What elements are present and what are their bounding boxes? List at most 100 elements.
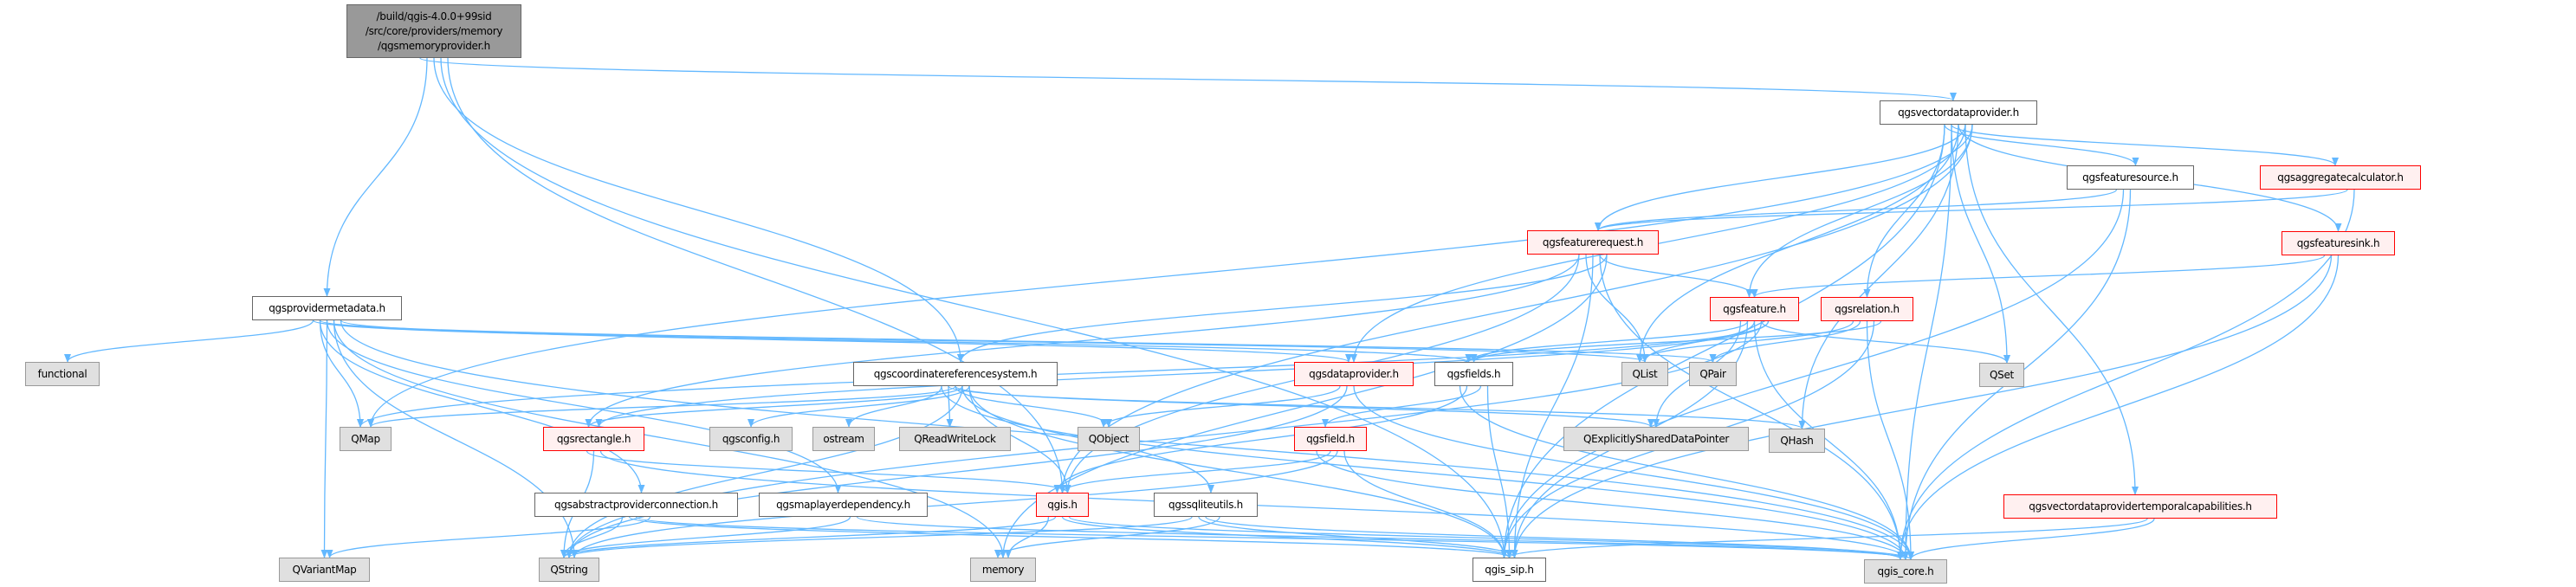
edge-sqliteutils-to-qgis_sip <box>1198 516 1518 558</box>
edge-field-to-qgis_sip <box>1343 450 1508 558</box>
edge-fields-to-field <box>1322 385 1482 428</box>
edge-field-to-qgis_core <box>1316 450 1909 560</box>
edge-abstractconn-to-qvariantmap <box>326 516 651 558</box>
edge-vectordataprovider-to-qgis_core <box>1902 124 1952 560</box>
node-qgsaggregatecalculator[interactable]: qgsaggregatecalculator.h <box>2260 165 2421 190</box>
edge-crs-to-qstring <box>566 385 963 558</box>
edge-vectordataprovider-to-dataprovider <box>1350 124 1966 363</box>
node-qgsfields[interactable]: qgsfields.h <box>1434 362 1513 386</box>
edge-featuresink-to-feature <box>1751 255 2326 298</box>
edge-relation-to-fields <box>1470 320 1882 363</box>
edge-maplayerdep-to-qgis_core <box>856 516 1909 560</box>
node-qgsrelation[interactable]: qgsrelation.h <box>1821 297 1913 321</box>
edge-providermetadata-to-dataprovider <box>340 319 1352 363</box>
edge-crs-to-qgis_core <box>941 385 1909 560</box>
edge-providermetadata-to-fields <box>312 319 1472 363</box>
edge-qgis-to-qgis_sip <box>1061 516 1513 558</box>
root-label-line-2: /src/core/providers/memory <box>365 24 503 37</box>
node-qgsabstractproviderconnection[interactable]: qgsabstractproviderconnection.h <box>534 493 738 517</box>
edge-vectordataprovider-to-featurerequest <box>1595 124 1966 231</box>
edge-vectordataprovider-to-qgis <box>1058 124 1973 493</box>
node-qgsconfig: qgsconfig.h <box>709 427 793 451</box>
edge-vectordataprovider-to-relation <box>1863 124 1945 298</box>
edge-providermetadata-to-functional <box>64 319 314 363</box>
node-qgis-core: qgis_core.h <box>1864 559 1947 584</box>
root-file-node[interactable]: /build/qgis-4.0.0+99sid /src/core/provid… <box>346 4 521 58</box>
edge-crs-to-config <box>748 385 970 428</box>
edge-vectordataprovider-to-qgis_sip <box>1500 124 1945 558</box>
node-qreadwritelock: QReadWriteLock <box>899 427 1011 451</box>
edge-featuresink-to-qgis_sip <box>1511 255 2333 558</box>
node-qgsfeaturesink[interactable]: qgsfeaturesink.h <box>2282 231 2395 255</box>
edge-fields-to-qgis <box>1053 385 1468 493</box>
edge-crs-to-qgis <box>968 385 1071 493</box>
edge-maplayerdep-to-qstring <box>560 516 851 558</box>
node-qgsrectangle[interactable]: qgsrectangle.h <box>543 427 644 451</box>
edge-vectordataprovider-to-featuresource <box>1944 124 2139 166</box>
edge-aggregatecalculator-to-featurerequest <box>1595 189 2348 231</box>
edge-crs-to-qreadwritelock <box>946 385 954 428</box>
node-qgis-sip[interactable]: qgis_sip.h <box>1472 558 1546 582</box>
edge-providermetadata-to-qvariantmap <box>320 319 328 558</box>
edge-sqliteutils-to-qgis_core <box>1205 516 1904 560</box>
edge-dataprovider-to-qstring <box>566 385 1348 558</box>
node-qgsfield[interactable]: qgsfield.h <box>1294 427 1367 451</box>
edge-feature-to-fields <box>1465 320 1749 363</box>
edge-crs-to-qgis_sip <box>968 385 1508 558</box>
edge-providermetadata-to-qpair <box>319 319 1716 363</box>
edge-providermetadata-to-qmap <box>319 319 364 428</box>
edge-featuresink-to-qgis_core <box>1897 255 2340 560</box>
root-label-line-1: /build/qgis-4.0.0+99sid <box>376 10 492 23</box>
edge-qgis-to-qstring <box>560 516 1057 558</box>
node-qexplicitlyshareddatapointer: QExplicitlySharedDataPointer <box>1563 427 1749 451</box>
edge-vectordataprovider-to-aggregatecalculator <box>1951 124 2339 166</box>
edge-featurerequest-to-rectangle <box>585 254 1580 428</box>
edge-featurerequest-to-feature <box>1599 254 1758 298</box>
node-qset: QSet <box>1979 363 2024 387</box>
edge-providermetadata-to-abstractconn <box>319 319 645 493</box>
edge-providermetadata-to-maplayerdep <box>326 319 842 493</box>
edge-field-to-qstring <box>571 450 1338 558</box>
node-qvariantmap: QVariantMap <box>279 558 370 582</box>
node-ostream: ostream <box>812 427 875 451</box>
edge-crs-to-qesdp <box>955 385 1654 428</box>
edge-temporalcaps-to-qgis_sip <box>1505 518 2148 558</box>
edge-rectangle-to-qgis <box>586 450 1071 493</box>
node-qgsfeaturerequest[interactable]: qgsfeaturerequest.h <box>1527 230 1659 255</box>
node-qgsmaplayerdependency[interactable]: qgsmaplayerdependency.h <box>759 493 928 517</box>
edge-relation-to-qpair <box>1709 320 1861 363</box>
edge-featuresource-to-featurerequest <box>1595 189 2118 231</box>
edge-root-to-vectordataprovider <box>419 57 1957 101</box>
edge-vectordataprovider-to-temporalcaps <box>1964 124 2139 495</box>
edge-aggregatecalculator-to-qgis_core <box>1897 189 2355 560</box>
edge-featurerequest-to-qgis_core <box>1599 254 1904 560</box>
edge-qgis-to-memory <box>1005 516 1050 558</box>
edge-feature-to-qgis_core <box>1753 320 1904 560</box>
node-qgsfeaturesource[interactable]: qgsfeaturesource.h <box>2067 165 2194 190</box>
edge-abstractconn-to-qgis_core <box>635 516 1914 560</box>
node-qgscoordinatereferencesystem[interactable]: qgscoordinatereferencesystem.h <box>853 362 1058 386</box>
node-qgsprovidermetadata[interactable]: qgsprovidermetadata.h <box>252 296 402 320</box>
edge-abstractconn-to-qgis_sip <box>628 516 1513 558</box>
edge-dataprovider-to-qgis_core <box>1353 385 1914 560</box>
edge-field-to-qgis <box>1058 450 1331 493</box>
edge-fields-to-qgis_core <box>1459 385 1914 560</box>
node-qgsvectordataprovidertemporalcapabilities[interactable]: qgsvectordataprovidertemporalcapabilitie… <box>2003 494 2277 519</box>
node-qgsfeature[interactable]: qgsfeature.h <box>1710 297 1799 321</box>
edge-providermetadata-to-memory <box>333 319 1006 558</box>
edge-crs-to-qmap <box>367 385 956 428</box>
node-qgssqliteutils[interactable]: qgssqliteutils.h <box>1154 493 1258 517</box>
edge-dataprovider-to-qobject <box>1100 385 1341 428</box>
node-qgis[interactable]: qgis.h <box>1036 493 1089 517</box>
node-qhash: QHash <box>1769 429 1825 453</box>
edge-sqliteutils-to-qstring <box>566 516 1193 558</box>
node-qgsdataprovider[interactable]: qgsdataprovider.h <box>1294 362 1414 386</box>
root-label-line-3: /qgsmemoryprovider.h <box>378 39 490 52</box>
edge-temporalcaps-to-qgis_core <box>1907 518 2155 560</box>
node-qlist: QList <box>1621 362 1668 386</box>
edge-vectordataprovider-to-qhash <box>1798 124 1959 429</box>
edge-featurerequest-to-qlist <box>1585 254 1648 363</box>
edge-root-to-providermetadata <box>323 57 428 297</box>
node-qgsvectordataprovider[interactable]: qgsvectordataprovider.h <box>1880 100 2037 125</box>
